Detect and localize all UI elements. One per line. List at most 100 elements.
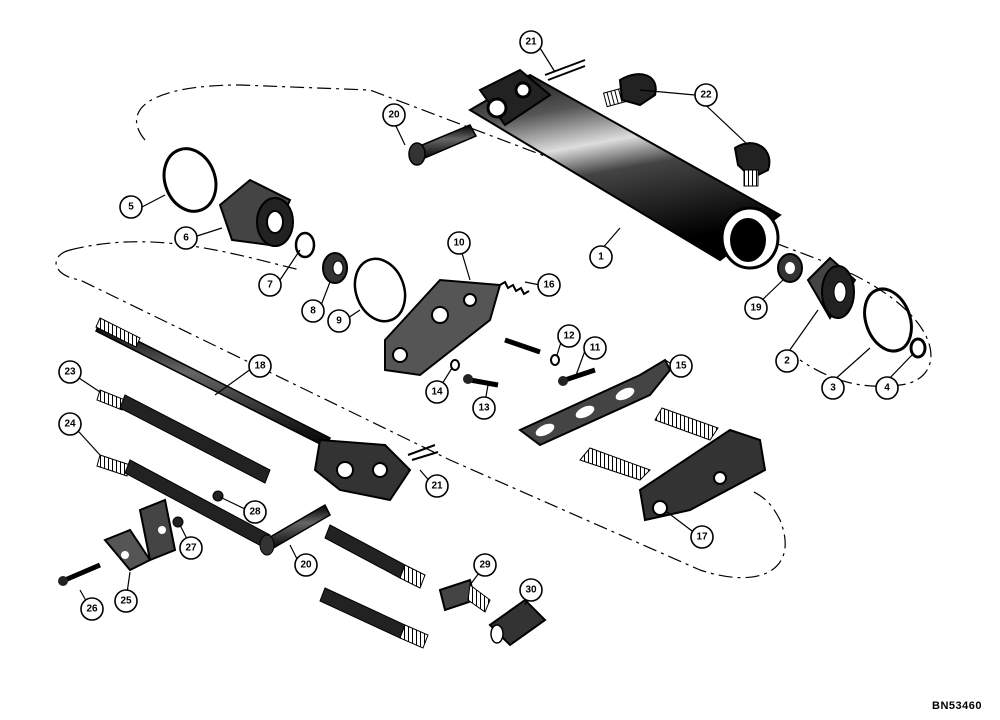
callout-14-label: 14: [431, 387, 443, 398]
nut-8: [322, 252, 348, 284]
callout-20-upper-label: 20: [388, 110, 400, 121]
elbow-fitting-lower: [733, 142, 771, 187]
callout-19: 19: [744, 296, 768, 320]
mounting-plate-10: [384, 278, 502, 377]
callout-11: 11: [583, 336, 607, 360]
callout-21-upper: 21: [519, 30, 543, 54]
washer-14: [450, 359, 460, 371]
callout-15: 15: [669, 354, 693, 378]
callout-12: 12: [557, 324, 581, 348]
callout-1: 1: [589, 245, 613, 269]
bolt-11: [558, 367, 596, 386]
fitting-30: [488, 598, 547, 647]
callout-21-lower: 21: [425, 474, 449, 498]
drawing-number: BN53460: [932, 700, 982, 712]
clamp-25: [103, 498, 177, 572]
callout-29: 29: [473, 553, 497, 577]
gland-6: [218, 178, 294, 247]
callout-10-label: 10: [453, 238, 465, 249]
cotter-pin-upper: [544, 59, 586, 81]
callout-23: 23: [58, 360, 82, 384]
callout-8-label: 8: [310, 306, 316, 317]
callout-30-label: 30: [525, 585, 537, 596]
pivot-pin-lower: [259, 503, 331, 556]
tube-upper-right: [324, 524, 426, 589]
nut-28: [212, 490, 224, 502]
callout-10: 10: [447, 231, 471, 255]
callout-22-label: 22: [700, 90, 712, 101]
callout-21-lower-label: 21: [431, 481, 443, 492]
callout-18: 18: [248, 354, 272, 378]
callout-13-label: 13: [478, 403, 490, 414]
cotter-pin-lower: [407, 444, 439, 461]
bolt-13: [463, 374, 499, 388]
o-ring-3: [863, 287, 913, 353]
callout-20-lower: 20: [294, 553, 318, 577]
callout-27-label: 27: [185, 543, 197, 554]
callout-8: 8: [301, 299, 325, 323]
callout-15-label: 15: [675, 361, 687, 372]
callout-7: 7: [258, 273, 282, 297]
callout-13: 13: [472, 396, 496, 420]
spring-16: [499, 280, 530, 296]
callout-18-label: 18: [254, 361, 266, 372]
callout-29-label: 29: [479, 560, 491, 571]
leader-lines: [69, 47, 913, 607]
cylinder-barrel: [468, 68, 782, 270]
callout-19-label: 19: [750, 303, 762, 314]
snap-ring-9: [353, 257, 407, 323]
callout-4: 4: [875, 376, 899, 400]
callout-23-label: 23: [64, 367, 76, 378]
callout-30: 30: [519, 578, 543, 602]
callout-9: 9: [327, 309, 351, 333]
callout-22: 22: [694, 83, 718, 107]
o-ring-5: [162, 147, 218, 213]
callout-24: 24: [58, 412, 82, 436]
ring-7: [294, 231, 316, 259]
callout-28: 28: [243, 500, 267, 524]
callout-26-label: 26: [86, 604, 98, 615]
callout-5: 5: [119, 195, 143, 219]
callout-25-label: 25: [120, 596, 132, 607]
assembly-loop-upper: [135, 84, 932, 387]
callout-1-label: 1: [598, 252, 604, 263]
callout-16: 16: [537, 273, 561, 297]
callout-20-lower-label: 20: [300, 560, 312, 571]
washer-4: [909, 337, 927, 359]
bracket-15: [518, 358, 672, 447]
callout-2-label: 2: [784, 356, 790, 367]
tube-lower-right: [319, 587, 429, 649]
fitting-29: [438, 578, 491, 613]
callout-4-label: 4: [884, 383, 890, 394]
callout-21-upper-label: 21: [525, 37, 537, 48]
nut-27: [172, 516, 184, 528]
bolt-plate: [504, 337, 541, 355]
callout-25: 25: [114, 589, 138, 613]
callout-3-label: 3: [830, 383, 836, 394]
piston-2: [806, 256, 857, 320]
yoke-17: [579, 407, 767, 522]
callout-11-label: 11: [590, 343, 601, 354]
callout-9-label: 9: [336, 316, 342, 327]
piston-rod-18: [95, 317, 412, 502]
callout-3: 3: [821, 376, 845, 400]
nut-19: [777, 253, 803, 283]
callout-5-label: 5: [128, 202, 134, 213]
callout-2: 2: [775, 349, 799, 373]
callout-14: 14: [425, 380, 449, 404]
hose-23: [96, 389, 271, 484]
elbow-fitting-upper: [602, 73, 657, 108]
callout-16-label: 16: [543, 280, 555, 291]
bolt-26: [58, 562, 101, 586]
callout-26: 26: [80, 597, 104, 621]
pivot-pin-upper: [408, 124, 478, 166]
callout-17-label: 17: [696, 532, 708, 543]
callout-6-label: 6: [183, 233, 189, 244]
callout-12-label: 12: [563, 331, 575, 342]
callout-27: 27: [179, 536, 203, 560]
callout-28-label: 28: [249, 507, 261, 518]
callout-24-label: 24: [64, 419, 76, 430]
callout-7-label: 7: [267, 280, 273, 291]
washer-12: [550, 354, 560, 366]
